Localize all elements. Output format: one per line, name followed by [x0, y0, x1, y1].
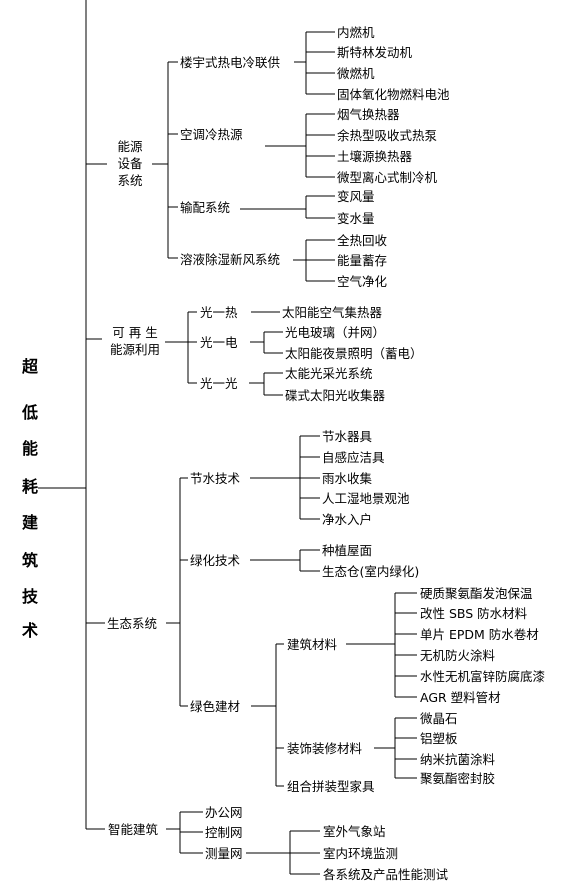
- control-network-node: 控制网: [205, 825, 243, 840]
- root-title-char: 低: [21, 403, 38, 422]
- water-saving-item: 节水器具: [322, 429, 373, 444]
- dehumid-node: 溶液除湿新风系统: [180, 252, 281, 267]
- ac-source-item: 土壤源换热器: [337, 149, 413, 164]
- cchp-item: 内燃机: [337, 25, 375, 40]
- building-materials-node: 建筑材料: [287, 637, 338, 652]
- root-title-char: 术: [21, 621, 38, 640]
- building-material-item: 无机防火涂料: [420, 648, 496, 663]
- decoration-material-item: 铝塑板: [420, 731, 458, 746]
- building-material-item: 单片 EPDM 防水卷材: [420, 627, 539, 642]
- photo-light-node: 光一光: [200, 376, 238, 391]
- water-saving-node: 节水技术: [190, 471, 241, 486]
- root-title-char: 超: [21, 357, 38, 376]
- water-saving-item: 净水入户: [322, 512, 373, 527]
- photo-thermal-node: 光一热: [200, 305, 238, 320]
- root-title-char: 建: [21, 513, 38, 532]
- energy-equipment-label-line: 系统: [117, 173, 143, 188]
- water-saving-item: 人工湿地景观池: [322, 491, 410, 506]
- decoration-material-item: 纳米抗菌涂料: [420, 752, 496, 767]
- ac-source-item: 余热型吸收式热泵: [337, 128, 438, 143]
- photo-electric-node: 光一电: [200, 335, 238, 350]
- ecology-node: 生态系统: [107, 616, 158, 631]
- cchp-node: 楼宇式热电冷联供: [180, 55, 281, 70]
- building-material-item: AGR 塑料管材: [420, 690, 501, 705]
- measurement-item: 各系统及产品性能测试: [323, 867, 449, 882]
- energy-equipment-label-line: 设备: [117, 156, 143, 171]
- ac-source-node: 空调冷热源: [180, 127, 243, 142]
- office-network-node: 办公网: [205, 805, 243, 820]
- building-material-item: 改性 SBS 防水材料: [420, 606, 528, 621]
- dehumid-item: 能量蓄存: [337, 253, 388, 268]
- measurement-network-node: 测量网: [205, 846, 243, 861]
- cchp-item: 斯特林发动机: [337, 45, 413, 60]
- photo-light-item: 碟式太阳光收集器: [285, 388, 386, 403]
- smart-building-node: 智能建筑: [108, 822, 159, 837]
- renewable-label-line: 可 再 生: [112, 325, 158, 340]
- water-saving-item: 雨水收集: [322, 471, 373, 486]
- measurement-item: 室内环境监测: [323, 846, 399, 861]
- root-title-char: 筑: [21, 551, 38, 570]
- photo-electric-item: 太阳能夜景照明（蓄电）: [285, 346, 423, 361]
- photo-electric-item: 光电玻璃（并网）: [285, 325, 386, 340]
- root-title-char: 能: [21, 439, 38, 458]
- water-saving-item: 自感应洁具: [322, 450, 385, 465]
- photo-thermal-item: 太阳能空气集热器: [282, 305, 383, 320]
- decoration-material-item: 微晶石: [420, 711, 458, 726]
- energy-equipment-node: 能源 设备 系统: [107, 138, 153, 189]
- renewable-node: 可 再 生 能源利用: [103, 324, 167, 358]
- root-title-char: 技: [21, 587, 38, 606]
- ac-source-item: 微型离心式制冷机: [337, 170, 438, 185]
- greening-item: 生态仓(室内绿化): [322, 564, 420, 579]
- photo-light-item: 太能光采光系统: [285, 366, 373, 381]
- distribution-item: 变水量: [337, 211, 375, 226]
- decoration-materials-node: 装饰装修材料: [287, 741, 363, 756]
- energy-equipment-label-line: 能源: [117, 139, 143, 154]
- greening-item: 种植屋面: [322, 543, 373, 558]
- cchp-item: 固体氧化物燃料电池: [337, 87, 450, 102]
- decoration-material-item: 聚氨酯密封胶: [420, 771, 496, 786]
- building-material-item: 硬质聚氨酯发泡保温: [420, 586, 533, 601]
- building-material-item: 水性无机富锌防腐底漆: [420, 669, 546, 684]
- root-title-char: 耗: [21, 477, 38, 496]
- dehumid-item: 空气净化: [337, 274, 388, 289]
- distribution-item: 变风量: [337, 189, 375, 204]
- distribution-node: 输配系统: [180, 200, 231, 215]
- renewable-label-line: 能源利用: [109, 342, 160, 357]
- cchp-item: 微燃机: [337, 66, 375, 81]
- dehumid-item: 全热回收: [337, 233, 388, 248]
- greening-node: 绿化技术: [190, 553, 241, 568]
- ac-source-item: 烟气换热器: [337, 107, 400, 122]
- measurement-item: 室外气象站: [323, 824, 386, 839]
- modular-furniture-node: 组合拼装型家具: [287, 779, 375, 794]
- green-materials-node: 绿色建材: [190, 699, 241, 714]
